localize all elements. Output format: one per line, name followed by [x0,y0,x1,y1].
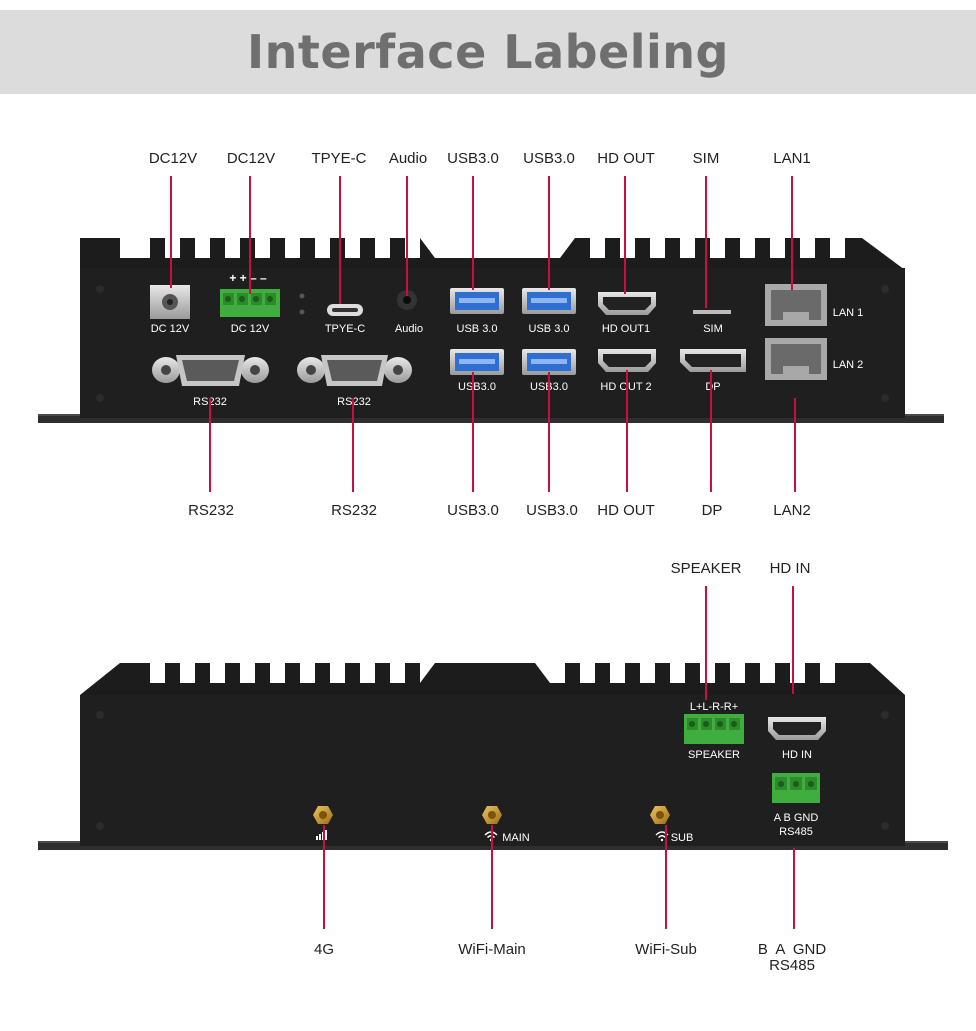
leader-hd-out-1 [624,176,626,294]
front-label-dp: DP [705,381,720,393]
sim-slot [693,310,731,314]
back-label-speaker-pins: L+L-R-R+ [690,701,738,713]
front-label-lan2: LAN 2 [833,359,864,371]
leader-wifi-main [491,825,493,929]
callout-lan1: LAN1 [773,150,811,167]
leader-usb-top-2 [548,176,550,290]
leader-speaker [705,586,707,700]
front-label-audio: Audio [395,323,423,335]
back-label-hd-in: HD IN [782,749,812,761]
antenna-wifi-main [482,806,502,824]
callout-rs485: RS485 [769,957,815,974]
front-label-hd-out1: HD OUT1 [602,323,650,335]
leader-audio [406,176,408,296]
leader-dc12v-2 [249,176,251,294]
front-label-dc12v-b: DC 12V [231,323,270,335]
front-label-polarity: + + – – [229,271,267,285]
callout-rs232-1: RS232 [188,502,234,519]
leader-usb-bot-1 [472,372,474,492]
front-mounting-flange [38,414,944,423]
callout-4g: 4G [313,941,335,958]
front-panel: DC 12V DC 12V + + – – TPYE-C Audio USB 3… [38,238,944,423]
back-panel: L+L-R-R+ SPEAKER HD IN A B GND RS485 MAI… [38,663,948,850]
callout-dp: DP [701,502,723,519]
callout-usb30-1: USB3.0 [447,150,499,167]
back-label-rs485: RS485 [779,826,813,838]
front-label-usb-top-2: USB 3.0 [529,323,570,335]
front-label-tpye-c: TPYE-C [325,323,365,335]
callout-hd-out-1: HD OUT [597,150,655,167]
callout-usb30-4: USB3.0 [526,502,578,519]
callout-audio: Audio [388,150,428,167]
rs232-connector-2 [297,355,412,386]
leader-dp [710,370,712,492]
front-label-sim: SIM [703,323,723,335]
leader-sim [705,176,707,308]
title-banner: Interface Labeling [0,10,976,94]
callout-wifi-sub: WiFi-Sub [635,941,697,958]
leader-rs232-1 [209,398,211,492]
leader-hd-in [792,586,794,694]
back-label-main: MAIN [502,832,530,844]
callout-sim: SIM [692,150,720,167]
back-label-rs485-pins: A B GND [774,812,819,824]
front-label-lan1: LAN 1 [833,307,864,319]
leader-usb-top-1 [472,176,474,290]
leader-4g [323,825,325,929]
leader-lan2 [794,398,796,492]
back-label-speaker: SPEAKER [688,749,740,761]
callout-tpye-c: TPYE-C [311,150,367,167]
leader-dc12v-1 [170,176,172,288]
front-label-usb-bot-1: USB3.0 [458,381,496,393]
leader-tpye-c [339,176,341,304]
callout-usb30-3: USB3.0 [447,502,499,519]
back-label-sub: SUB [671,832,694,844]
leader-usb-bot-2 [548,372,550,492]
callout-rs485-pins: B A GND [757,941,827,958]
callout-speaker: SPEAKER [670,560,742,577]
front-label-dc12v-a: DC 12V [151,323,190,335]
leader-rs485 [793,848,795,929]
antenna-wifi-sub [650,806,670,824]
leader-lan1 [791,176,793,290]
leader-rs232-2 [352,398,354,492]
callout-usb30-2: USB3.0 [523,150,575,167]
front-label-rs232-b: RS232 [337,396,371,408]
callout-hd-in: HD IN [769,560,811,577]
callout-lan2: LAN2 [773,502,811,519]
callout-rs232-2: RS232 [331,502,377,519]
leader-hd-out-2 [626,370,628,492]
front-label-usb-top-1: USB 3.0 [457,323,498,335]
callout-dc12v-2: DC12V [226,150,276,167]
antenna-4g [313,806,333,840]
leader-wifi-sub [665,825,667,929]
callout-dc12v-1: DC12V [148,150,198,167]
page-title: Interface Labeling [247,25,729,79]
callout-wifi-main: WiFi-Main [458,941,526,958]
callout-hd-out-2: HD OUT [597,502,655,519]
rs232-connector-1 [152,355,269,386]
